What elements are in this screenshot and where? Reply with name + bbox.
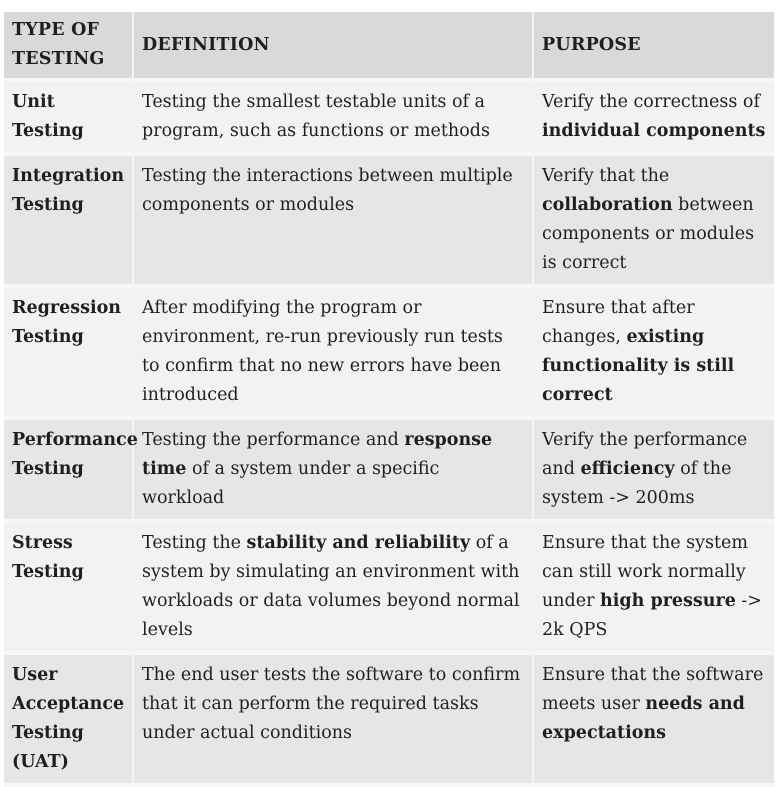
text-segment: The end user tests the software to confi… (142, 665, 521, 743)
header-type-of-testing: TYPE OF TESTING (4, 12, 134, 82)
definition-cell: Testing the performance and response tim… (134, 420, 534, 523)
testing-types-table: TYPE OF TESTING DEFINITION PURPOSE Unit … (4, 12, 774, 787)
emphasized-text: response time (142, 430, 493, 479)
text-segment: of the system -> 200ms (542, 459, 732, 508)
text-segment: After modifying the program or environme… (142, 298, 503, 405)
text-segment: of a system by simulating an environment… (142, 533, 520, 640)
emphasized-text: individual components (542, 121, 766, 141)
header-row: TYPE OF TESTING DEFINITION PURPOSE (4, 12, 774, 82)
text-segment: Ensure that the software meets user (542, 665, 764, 714)
definition-cell: Testing the interactions between multipl… (134, 156, 534, 288)
testing-type-cell: Stress Testing (4, 523, 134, 655)
header-definition: DEFINITION (134, 12, 534, 82)
purpose-cell: Verify the correctness of individual com… (534, 82, 774, 156)
definition-cell: After modifying the program or environme… (134, 288, 534, 420)
emphasized-text: efficiency (580, 459, 675, 479)
purpose-cell: Ensure that after changes, existing func… (534, 288, 774, 420)
testing-type-cell: Integration Testing (4, 156, 134, 288)
emphasized-text: needs and expectations (542, 694, 745, 743)
text-segment: between components or modules is correct (542, 195, 755, 273)
testing-type-cell: User Acceptance Testing (UAT) (4, 655, 134, 787)
text-segment: Verify the performance and (542, 430, 748, 479)
text-segment: Ensure that the system can still work no… (542, 533, 748, 611)
emphasized-text: high pressure (600, 591, 736, 611)
text-segment: Verify the correctness of (542, 92, 760, 112)
table-header: TYPE OF TESTING DEFINITION PURPOSE (4, 12, 774, 82)
text-segment: of a system under a specific workload (142, 459, 440, 508)
table-row: User Acceptance Testing (UAT)The end use… (4, 655, 774, 787)
purpose-cell: Verify that the collaboration between co… (534, 156, 774, 288)
text-segment: Testing the smallest testable units of a… (142, 92, 490, 141)
definition-cell: The end user tests the software to confi… (134, 655, 534, 787)
testing-type-cell: Unit Testing (4, 82, 134, 156)
purpose-cell: Ensure that the system can still work no… (534, 523, 774, 655)
testing-type-cell: Performance Testing (4, 420, 138, 523)
definition-cell: Testing the stability and reliability of… (134, 523, 534, 655)
emphasized-text: collaboration (542, 195, 673, 215)
purpose-cell: Verify the performance and efficiency of… (534, 420, 774, 523)
emphasized-text: stability and reliability (246, 533, 471, 553)
text-segment: -> 2k QPS (542, 591, 762, 640)
definition-cell: Testing the smallest testable units of a… (134, 82, 534, 156)
emphasized-text: existing functionality is still correct (542, 327, 735, 405)
text-segment: Testing the (142, 533, 247, 553)
text-segment: Ensure that after changes, (542, 298, 695, 347)
testing-type-cell: Regression Testing (4, 288, 134, 420)
purpose-cell: Ensure that the software meets user need… (534, 655, 774, 787)
text-segment: Testing the performance and (142, 430, 405, 450)
text-segment: Verify that the (542, 166, 670, 186)
text-segment: Testing the interactions between multipl… (142, 166, 513, 215)
header-purpose: PURPOSE (534, 12, 774, 82)
